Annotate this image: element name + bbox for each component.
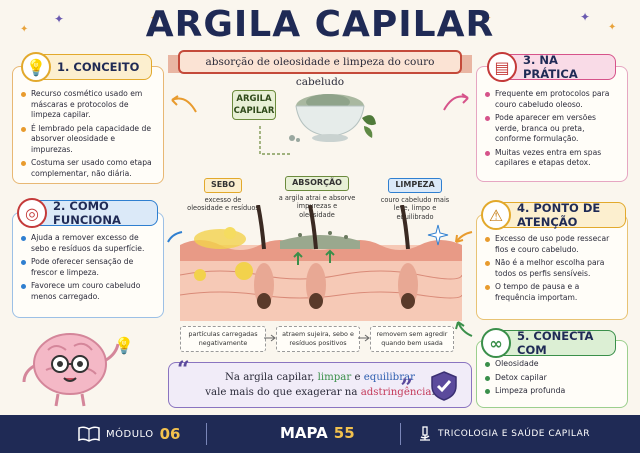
footer-topic: TRICOLOGIA E SAÚDE CAPILAR [418, 426, 590, 442]
footnote-box-2: atraem sujeira, sebo e resíduos positivo… [276, 326, 360, 352]
list-item: Limpeza profunda [485, 386, 619, 397]
list-item: Detox capilar [485, 373, 619, 384]
link-icon: ∞ [481, 328, 511, 358]
como-funciona-heading: 2. COMO FUNCIONA [53, 199, 121, 227]
arrow-icon [443, 93, 469, 111]
list-item: Oleosidade [485, 359, 619, 370]
subtitle-ribbon: absorção de oleosidade e limpeza do cour… [178, 50, 462, 88]
na-pratica-header: ▤ 3. NA PRÁTICA [487, 52, 616, 82]
list-item: O tempo de pausa e a frequência importam… [485, 282, 619, 303]
arrow-icon [171, 95, 197, 113]
list-item: Costuma ser usado como etapa complementa… [21, 158, 155, 179]
arrow-icon [455, 321, 473, 337]
arrow-icon [455, 231, 473, 243]
na-pratica-heading: 3. NA PRÁTICA [523, 53, 578, 81]
sparkle-icon: ✦ [484, 14, 492, 24]
list-item: Ajuda a remover excesso de sebo e resídu… [21, 233, 155, 254]
sparkle-icon: ✦ [54, 12, 65, 26]
sparkle-icon: ✦ [20, 24, 29, 35]
conceito-heading: 1. CONCEITO [57, 60, 140, 74]
quote-highlight-equilibrar: equilibrar [363, 372, 416, 383]
list-item: Frequente em protocolos para couro cabel… [485, 89, 619, 110]
quote-box: “ Na argila capilar, limpar e equilibrar… [168, 357, 472, 408]
list-item: É lembrado pela capacidade de absorver o… [21, 124, 155, 156]
sparkle-icon: ✦ [150, 14, 158, 24]
shield-check-icon [431, 371, 457, 401]
dashed-connector [259, 126, 290, 155]
como-funciona-header: ◎ 2. COMO FUNCIONA [17, 198, 158, 228]
target-icon: ◎ [17, 198, 47, 228]
warning-icon: ⚠ [481, 200, 511, 230]
sebo-label: SEBO excesso de oleosidade e resíduos [187, 178, 259, 212]
card-como-funciona: Ajuda a remover excesso de sebo e resídu… [12, 212, 164, 318]
footnote-box-3: removem sem agredir quando bem usada [370, 326, 454, 352]
limpeza-label: LIMPEZA couro cabeludo mais leve, limpo … [380, 178, 450, 221]
sparkle-icon: ✦ [608, 22, 617, 33]
scalp-cross-section [180, 205, 462, 321]
arrow-icon [264, 334, 276, 342]
ponto-atencao-header: ⚠ 4. PONTO DE ATENÇÃO [481, 200, 626, 230]
bowl-label: ARGILA CAPILAR [232, 90, 276, 120]
conceito-list: Recurso cosmético usado em máscaras e pr… [21, 89, 155, 179]
book-icon [78, 426, 100, 442]
card-ponto-atencao: Excesso de uso pode ressecar fios e cour… [476, 214, 628, 320]
brain-mascot [22, 333, 120, 407]
clay-bowl-illustration [289, 94, 376, 142]
page-title: ARGILA CAPILAR [145, 4, 495, 45]
na-pratica-list: Frequente em protocolos para couro cabel… [485, 89, 619, 169]
list-item: Recurso cosmético usado em máscaras e pr… [21, 89, 155, 121]
microscope-icon [420, 426, 430, 441]
footnote-box-1: partículas carregadas negativamente [180, 326, 266, 352]
footer-mapa: MAPA 55 [280, 424, 355, 442]
quote-highlight-limpar: limpar [317, 372, 352, 383]
arrow-icon [358, 334, 370, 342]
ponto-atencao-list: Excesso de uso pode ressecar fios e cour… [485, 234, 619, 303]
footer-divider [400, 423, 401, 445]
clipboard-icon: ▤ [487, 52, 517, 82]
conecta-com-header: ∞ 5. CONECTA COM [481, 328, 616, 358]
list-item: Favorece um couro cabeludo menos carrega… [21, 281, 155, 302]
footer-bar: MÓDULO 06 MAPA 55 TRICOLOGIA E SAÚDE CAP… [0, 415, 640, 453]
ponto-atencao-heading: 4. PONTO DE ATENÇÃO [517, 201, 601, 229]
footer-modulo: MÓDULO 06 [78, 425, 180, 443]
card-na-pratica: Frequente em protocolos para couro cabel… [476, 66, 628, 182]
footer-divider [206, 423, 207, 445]
list-item: Excesso de uso pode ressecar fios e cour… [485, 234, 619, 255]
lightbulb-icon: 💡 [21, 52, 51, 82]
absorcao-label: ABSORÇÃO a argila atrai e absorve impure… [278, 176, 356, 219]
quote-highlight-adstringencia: adstringência [360, 387, 432, 398]
conceito-header: 💡 1. CONCEITO [21, 52, 152, 82]
lightbulb-icon: 💡 [114, 336, 134, 355]
list-item: Pode oferecer sensação de frescor e limp… [21, 257, 155, 278]
open-quote-icon: “ [177, 357, 190, 383]
sparkle-icon: ✦ [580, 10, 591, 24]
list-item: Pode aparecer em versões verde, branca o… [485, 113, 619, 145]
como-funciona-list: Ajuda a remover excesso de sebo e resídu… [21, 233, 155, 302]
close-quote-icon: ” [400, 375, 413, 401]
card-conceito: Recurso cosmético usado em máscaras e pr… [12, 66, 164, 184]
list-item: Não é a melhor escolha para todos os per… [485, 258, 619, 279]
arrow-icon [167, 231, 183, 243]
conecta-com-list: Oleosidade Detox capilar Limpeza profund… [485, 359, 619, 397]
list-item: Muitas vezes entra em spas capilares e e… [485, 148, 619, 169]
conecta-com-heading: 5. CONECTA COM [517, 329, 594, 357]
quote-line-1: Na argila capilar, limpar e equilibrar [224, 372, 416, 383]
